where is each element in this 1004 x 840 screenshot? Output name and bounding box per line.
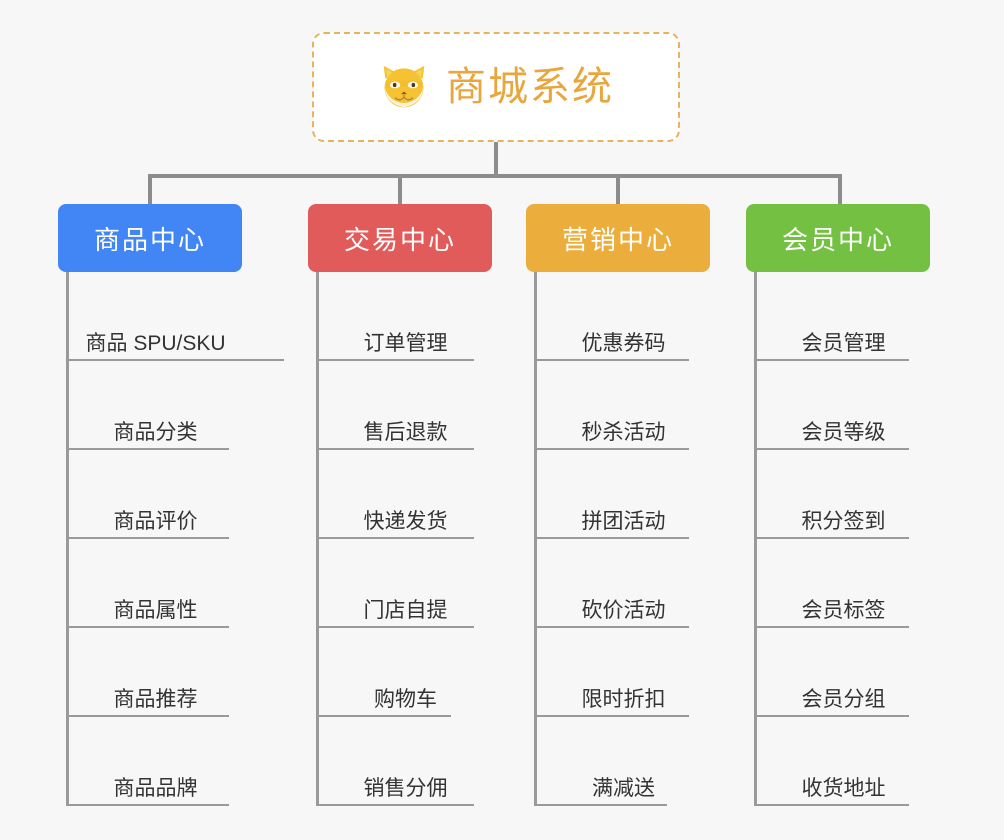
- leaf-label: 收货地址: [801, 776, 886, 800]
- leaf-underline: [69, 804, 229, 806]
- leaf-label: 购物车: [374, 687, 437, 711]
- leaf-underline: [757, 804, 909, 806]
- leaf-item[interactable]: 商品属性: [69, 539, 242, 628]
- leaf-item[interactable]: 会员管理: [757, 272, 930, 361]
- leaf-underline: [319, 448, 474, 450]
- leaf-item[interactable]: 商品分类: [69, 361, 242, 450]
- leaf-item[interactable]: 积分签到: [757, 450, 930, 539]
- leaf-item[interactable]: 商品评价: [69, 450, 242, 539]
- leaf-underline: [319, 537, 474, 539]
- leaf-label: 拼团活动: [581, 509, 666, 533]
- leaf-underline: [69, 359, 284, 361]
- leaf-label: 商品品牌: [113, 776, 198, 800]
- category-column-product: 商品中心 商品 SPU/SKU 商品分类 商品评价 商品属性 商品推荐: [58, 204, 284, 806]
- leaf-underline: [69, 626, 229, 628]
- leaf-underline: [537, 626, 689, 628]
- leaf-label: 销售分佣: [363, 776, 448, 800]
- leaf-label: 门店自提: [363, 598, 448, 622]
- leaf-item[interactable]: 销售分佣: [319, 717, 492, 806]
- leaf-underline: [319, 715, 451, 717]
- leaf-underline: [69, 537, 229, 539]
- leaf-item[interactable]: 购物车: [319, 628, 492, 717]
- connector-drop-4: [838, 174, 842, 206]
- leaf-label: 会员标签: [801, 598, 886, 622]
- leaf-label: 积分签到: [801, 509, 886, 533]
- leaf-label: 优惠券码: [581, 331, 666, 355]
- connector-drop-1: [148, 174, 152, 206]
- shiba-dog-icon: [383, 65, 425, 108]
- leaf-item[interactable]: 订单管理: [319, 272, 492, 361]
- leaf-underline: [537, 804, 667, 806]
- leaf-item[interactable]: 会员分组: [757, 628, 930, 717]
- category-column-marketing: 营销中心 优惠券码 秒杀活动 拼团活动 砍价活动 限时折扣: [526, 204, 710, 806]
- leaf-underline: [757, 715, 909, 717]
- leaf-item[interactable]: 门店自提: [319, 539, 492, 628]
- leaf-label: 秒杀活动: [581, 420, 666, 444]
- leaf-underline: [757, 448, 909, 450]
- category-header-trade[interactable]: 交易中心: [308, 204, 492, 272]
- category-label: 营销中心: [561, 224, 674, 255]
- leaf-item[interactable]: 会员标签: [757, 539, 930, 628]
- leaf-underline: [319, 626, 474, 628]
- connector-drop-2: [398, 174, 402, 206]
- leaf-item[interactable]: 优惠券码: [537, 272, 710, 361]
- connector-bus: [148, 174, 842, 178]
- leaf-item[interactable]: 砍价活动: [537, 539, 710, 628]
- leaf-label: 快递发货: [363, 509, 448, 533]
- leaf-underline: [319, 804, 474, 806]
- leaf-label: 会员分组: [801, 687, 886, 711]
- leaf-item[interactable]: 商品 SPU/SKU: [69, 272, 284, 361]
- leaf-label: 满减送: [592, 776, 655, 800]
- leaf-list-product: 商品 SPU/SKU 商品分类 商品评价 商品属性 商品推荐 商品品牌: [66, 272, 284, 806]
- category-header-member[interactable]: 会员中心: [746, 204, 930, 272]
- root-title: 商城系统: [446, 65, 614, 109]
- leaf-item[interactable]: 收货地址: [757, 717, 930, 806]
- leaf-label: 商品属性: [113, 598, 198, 622]
- connector-drop-3: [616, 174, 620, 206]
- leaf-label: 会员等级: [801, 420, 886, 444]
- leaf-item[interactable]: 限时折扣: [537, 628, 710, 717]
- leaf-item[interactable]: 满减送: [537, 717, 710, 806]
- leaf-underline: [537, 359, 689, 361]
- leaf-underline: [537, 448, 689, 450]
- leaf-label: 限时折扣: [581, 687, 666, 711]
- leaf-item[interactable]: 会员等级: [757, 361, 930, 450]
- leaf-underline: [757, 359, 909, 361]
- leaf-item[interactable]: 拼团活动: [537, 450, 710, 539]
- leaf-label: 商品推荐: [113, 687, 198, 711]
- leaf-underline: [757, 537, 909, 539]
- leaf-label: 售后退款: [363, 420, 448, 444]
- leaf-underline: [537, 537, 689, 539]
- leaf-item[interactable]: 秒杀活动: [537, 361, 710, 450]
- leaf-label: 会员管理: [801, 331, 886, 355]
- category-label: 会员中心: [781, 224, 894, 255]
- leaf-underline: [69, 448, 229, 450]
- leaf-item[interactable]: 商品推荐: [69, 628, 242, 717]
- leaf-label: 商品评价: [113, 509, 198, 533]
- leaf-underline: [757, 626, 909, 628]
- category-header-marketing[interactable]: 营销中心: [526, 204, 710, 272]
- leaf-underline: [69, 715, 229, 717]
- leaf-list-member: 会员管理 会员等级 积分签到 会员标签 会员分组 收货地址: [754, 272, 930, 806]
- category-column-trade: 交易中心 订单管理 售后退款 快递发货 门店自提 购物车: [308, 204, 492, 806]
- category-label: 交易中心: [343, 224, 456, 255]
- leaf-item[interactable]: 快递发货: [319, 450, 492, 539]
- leaf-item[interactable]: 商品品牌: [69, 717, 242, 806]
- leaf-list-marketing: 优惠券码 秒杀活动 拼团活动 砍价活动 限时折扣 满减送: [534, 272, 710, 806]
- leaf-label: 商品分类: [113, 420, 198, 444]
- root-node[interactable]: 商城系统: [312, 32, 680, 142]
- category-header-product[interactable]: 商品中心: [58, 204, 242, 272]
- category-column-member: 会员中心 会员管理 会员等级 积分签到 会员标签 会员分组: [746, 204, 930, 806]
- leaf-label: 砍价活动: [581, 598, 666, 622]
- leaf-underline: [537, 715, 689, 717]
- connector-root-stem: [494, 142, 498, 178]
- leaf-underline: [319, 359, 474, 361]
- leaf-list-trade: 订单管理 售后退款 快递发货 门店自提 购物车 销售分佣: [316, 272, 492, 806]
- leaf-label: 商品 SPU/SKU: [85, 331, 226, 355]
- leaf-label: 订单管理: [363, 331, 448, 355]
- category-label: 商品中心: [93, 224, 206, 255]
- leaf-item[interactable]: 售后退款: [319, 361, 492, 450]
